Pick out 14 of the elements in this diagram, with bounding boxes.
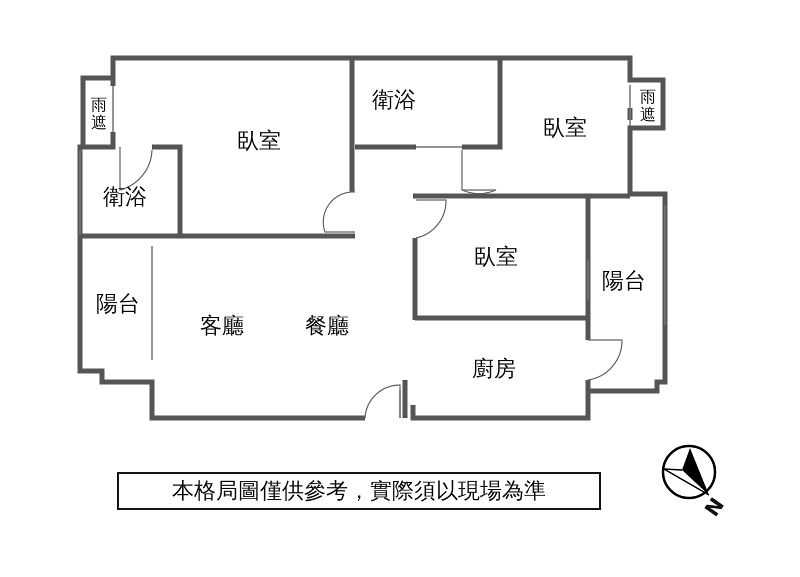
room-label: 臥室 [474,247,518,269]
room-label: 陽台 [602,271,646,293]
room-label: 雨遮 [640,88,657,124]
room-label: 臥室 [237,131,281,153]
room-label: 客廳 [200,316,244,338]
room-label: 臥室 [543,118,587,140]
disclaimer-box: 本格局圖僅供參考，實際須以現場為準 [117,472,601,510]
room-label: 廚房 [472,359,516,381]
room-label: 雨遮 [91,96,108,132]
room-label: 衛浴 [372,90,416,112]
room-label: 餐廳 [305,316,349,338]
room-label: 衛浴 [103,187,147,209]
room-label: 陽台 [96,294,140,316]
compass-letter: N [701,494,728,520]
